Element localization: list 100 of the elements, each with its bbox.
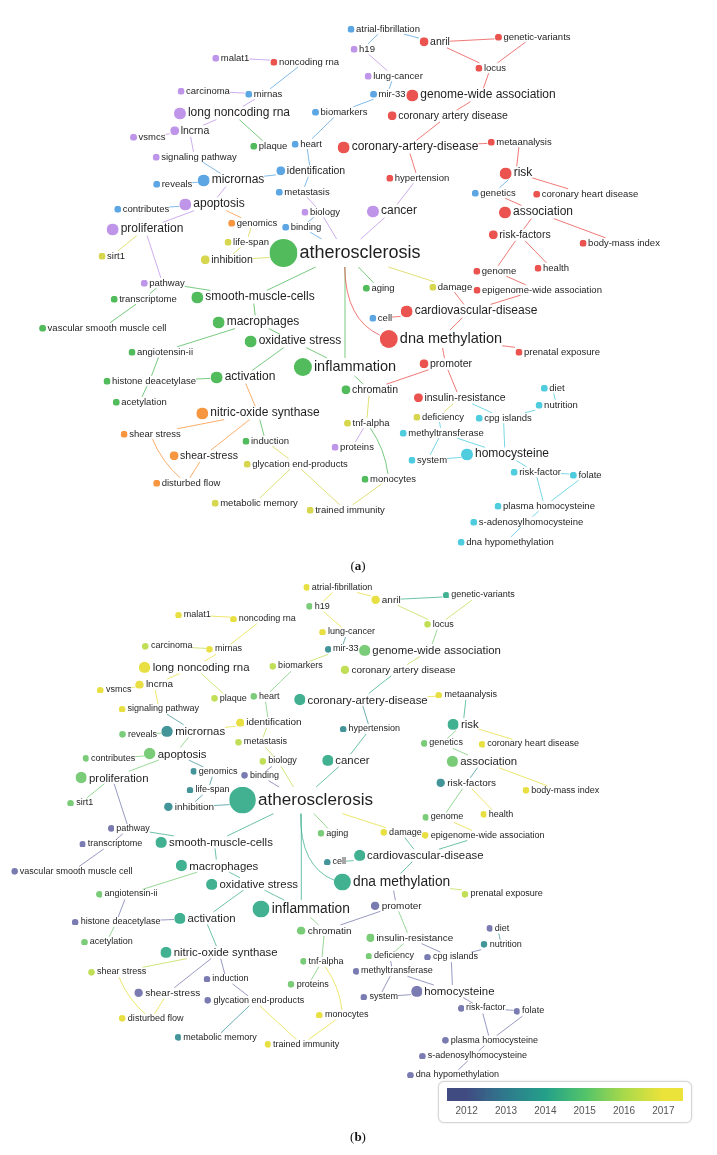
keyword-label: vascular smooth muscle cell — [19, 866, 133, 877]
keyword-label: plasma homocysteine — [450, 1035, 538, 1046]
keyword-label: epigenome-wide association — [482, 284, 602, 296]
link-line — [560, 473, 570, 475]
link-line — [496, 1015, 523, 1037]
link-line — [304, 176, 309, 188]
keyword-label: metaanalysis — [496, 136, 552, 148]
link-line — [142, 958, 188, 968]
keyword-label: nutrition — [544, 399, 578, 411]
link-line — [265, 746, 275, 757]
link-line — [280, 765, 294, 788]
keyword-label: genome — [481, 265, 517, 277]
keyword-label: carcinoma — [186, 85, 230, 97]
keyword-label: induction — [212, 974, 249, 984]
link-line — [531, 177, 569, 190]
link-line — [456, 101, 471, 111]
link-line — [362, 705, 369, 725]
link-line — [78, 848, 105, 868]
link-line — [404, 837, 415, 850]
link-line — [478, 728, 513, 740]
link-line — [397, 604, 429, 621]
keyword-label: cancer — [335, 754, 370, 767]
keyword-label: cell — [332, 857, 346, 868]
link-line — [226, 813, 275, 837]
keyword-label: genetic-variants — [503, 31, 571, 43]
link-line — [311, 116, 335, 140]
link-line — [220, 1005, 250, 1034]
keyword-label: reveals — [161, 178, 193, 190]
keyword-label: aging — [326, 828, 349, 839]
link-line — [431, 629, 438, 645]
keyword-label: vsmcs — [106, 685, 132, 696]
keyword-label: genetic-variants — [451, 590, 515, 601]
keyword-label: s-adenosylhomocysteine — [427, 1050, 527, 1061]
link-line — [313, 813, 329, 830]
keyword-label: sirt1 — [107, 250, 125, 262]
link-line — [245, 383, 256, 407]
link-line — [344, 266, 381, 336]
keyword-label: vsmcs — [138, 131, 166, 143]
keyword-label: histone deacetylase — [112, 375, 196, 387]
link-line — [251, 347, 285, 371]
keyword-label: dna methylation — [399, 331, 503, 347]
keyword-label: nutrition — [489, 939, 522, 950]
keyword-label: monocytes — [324, 1010, 369, 1020]
keyword-label: proteins — [340, 441, 374, 453]
keyword-label: dna hypomethylation — [466, 536, 554, 548]
link-line — [469, 767, 478, 779]
keyword-label: long noncoding rna — [152, 661, 250, 674]
keyword-label: epigenome-wide association — [430, 830, 545, 841]
keyword-label: inflammation — [271, 901, 350, 917]
link-line — [229, 91, 246, 94]
link-line — [505, 1009, 514, 1011]
link-line — [156, 732, 163, 734]
link-line — [387, 266, 435, 283]
link-line — [204, 653, 217, 662]
link-line — [524, 240, 547, 264]
keyword-label: lung-cancer — [327, 627, 376, 638]
link-line — [394, 943, 405, 952]
keyword-label: h19 — [359, 43, 375, 55]
keyword-label: metastasis — [243, 737, 287, 748]
keyword-label: cancer — [381, 204, 417, 218]
link-line — [165, 133, 171, 135]
link-line — [264, 889, 285, 901]
link-line — [309, 231, 323, 240]
link-line — [498, 933, 501, 941]
link-line — [352, 483, 382, 506]
link-line — [524, 409, 536, 414]
link-line — [116, 833, 124, 840]
keyword-label: disturbed flow — [161, 477, 221, 489]
link-line — [406, 656, 421, 666]
keyword-label: sirt1 — [76, 798, 94, 809]
keyword-label: prenatal exposure — [523, 346, 601, 358]
keyword-label: smooth-muscle-cells — [169, 835, 273, 849]
keyword-label: tnf-alpha — [308, 956, 344, 967]
link-line — [457, 1060, 469, 1071]
link-line — [482, 72, 490, 89]
link-line — [321, 935, 325, 958]
keyword-label: macrophages — [189, 859, 259, 873]
keyword-label: proteins — [296, 979, 329, 990]
keyword-label: risk-factor — [519, 466, 561, 478]
link-line — [228, 871, 241, 879]
link-line — [210, 419, 251, 451]
keyword-label: cpg islands — [433, 952, 479, 963]
link-line — [350, 733, 367, 755]
keyword-label: anril — [381, 594, 401, 606]
link-line — [503, 422, 506, 448]
keyword-label: smooth-muscle-cells — [205, 290, 315, 304]
link-line — [306, 148, 311, 166]
keyword-label: heart — [300, 138, 322, 150]
link-line — [166, 673, 181, 680]
link-line — [454, 291, 465, 305]
keyword-label: locus — [483, 62, 507, 74]
link-line — [550, 479, 580, 502]
link-line — [553, 392, 556, 401]
keyword-label: risk-factors — [499, 229, 551, 241]
link-line — [306, 196, 317, 208]
keyword-label: metastasis — [284, 186, 330, 198]
link-line — [173, 958, 212, 989]
link-line — [151, 356, 159, 377]
link-line — [445, 599, 473, 621]
link-line — [322, 592, 333, 603]
